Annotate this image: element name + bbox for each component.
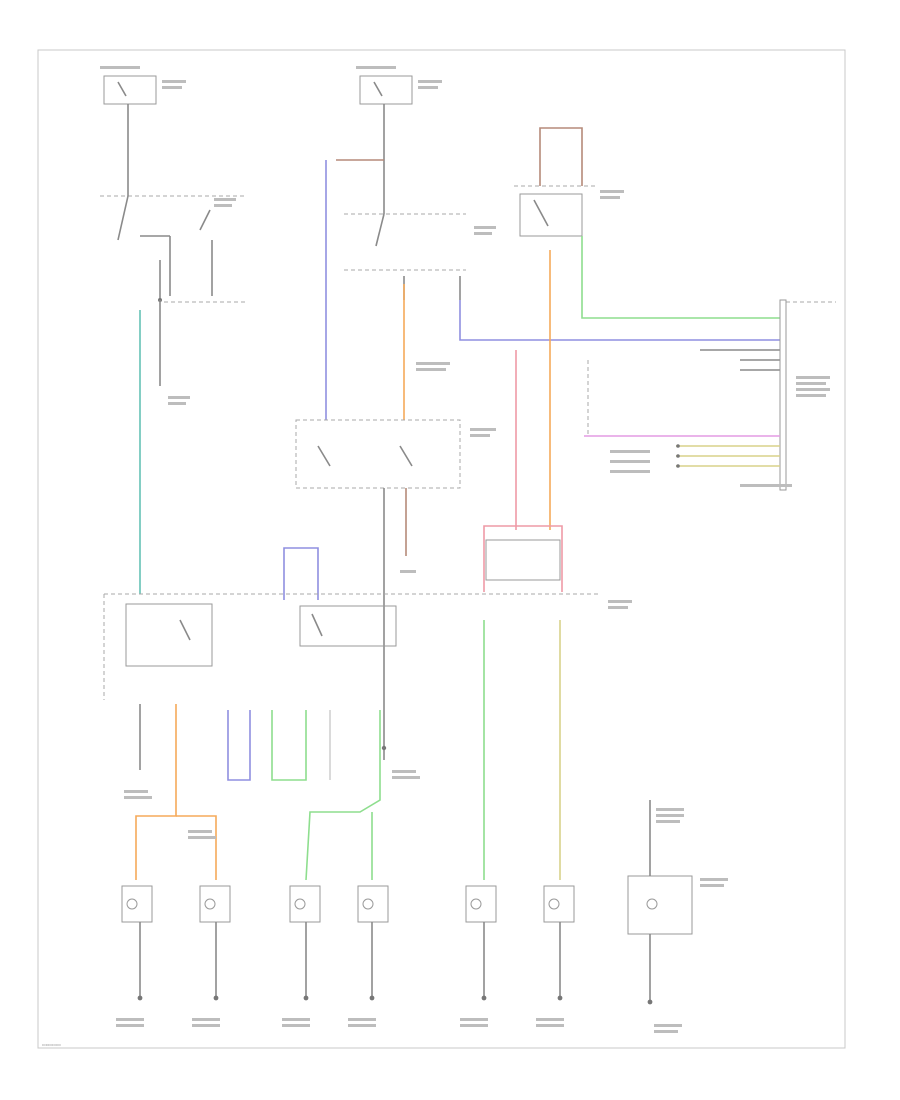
wire-orange-low-1 bbox=[135, 704, 177, 880]
wire-red-relay-loop bbox=[483, 525, 563, 592]
wire-blue-right bbox=[459, 300, 780, 341]
headlamp-switch-left bbox=[100, 104, 246, 303]
wire-green-low-loop bbox=[271, 710, 307, 781]
diagram-frame bbox=[37, 49, 846, 1049]
fuse-block-lower bbox=[103, 593, 600, 700]
relay-top-right bbox=[514, 185, 596, 237]
lamp-3 bbox=[289, 885, 321, 923]
relay-right bbox=[485, 539, 561, 581]
lamp-2 bbox=[199, 885, 231, 923]
ground-wires bbox=[137, 800, 653, 1005]
control-module-center bbox=[295, 419, 461, 489]
wire-brown-relay bbox=[539, 127, 583, 186]
lamp-5 bbox=[465, 885, 497, 923]
label-marks bbox=[100, 66, 830, 1033]
lamp-1 bbox=[121, 885, 153, 923]
switch-top-middle bbox=[344, 104, 466, 300]
wire-blue-loop bbox=[283, 547, 319, 600]
lamp-right-module bbox=[627, 875, 693, 935]
corner-id-label: ▭▭▭▭▭ bbox=[42, 1042, 61, 1047]
wire-green-center-low bbox=[305, 710, 381, 881]
wire-orange-low-2 bbox=[176, 815, 217, 880]
lamp-6 bbox=[543, 885, 575, 923]
wire-blue-low-loop bbox=[227, 710, 251, 781]
lamp-4 bbox=[357, 885, 389, 923]
wire-green-relay bbox=[581, 236, 780, 319]
module-right-connector bbox=[587, 299, 836, 491]
fuse-box-top-middle bbox=[359, 75, 413, 105]
fuse-box-top-left bbox=[103, 75, 157, 105]
